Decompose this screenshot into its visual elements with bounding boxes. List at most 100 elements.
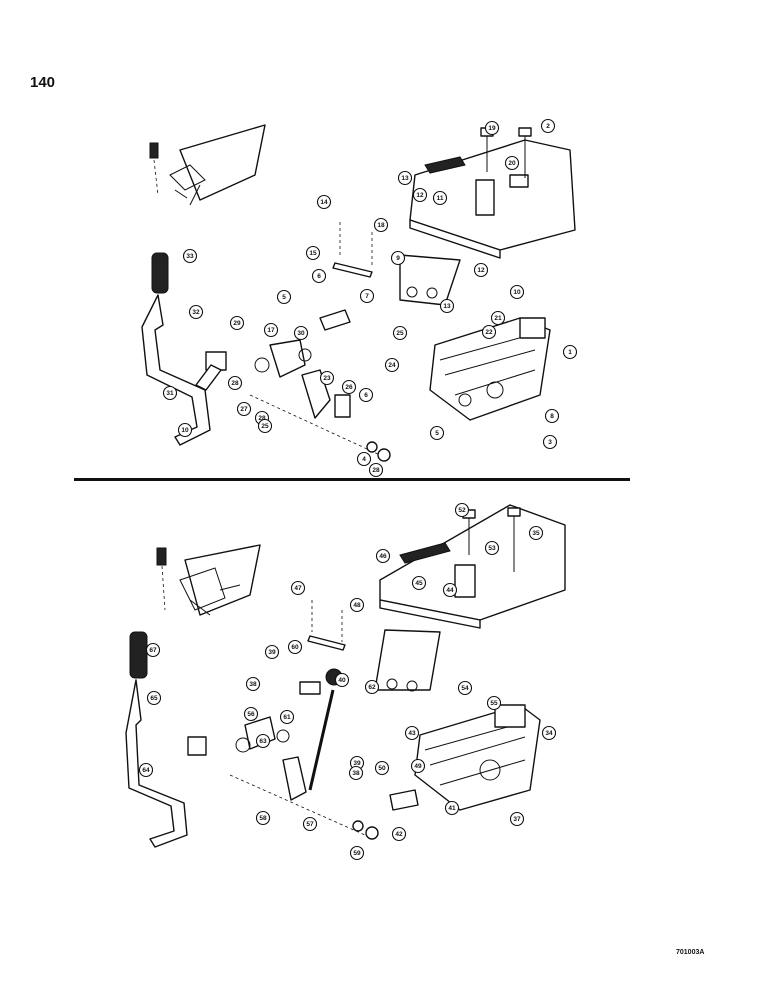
bottom-rod bbox=[307, 600, 346, 651]
svg-text:59: 59 bbox=[353, 850, 361, 857]
bottom-callout-62: 62 bbox=[364, 679, 380, 695]
svg-text:44: 44 bbox=[446, 587, 454, 594]
bottom-callout-63: 63 bbox=[255, 733, 271, 749]
bottom-callout-35: 35 bbox=[528, 525, 544, 541]
svg-text:9: 9 bbox=[396, 255, 400, 262]
bottom-callout-58: 58 bbox=[255, 810, 271, 826]
bottom-callout-41: 41 bbox=[444, 800, 460, 816]
top-callout-10: 10 bbox=[177, 422, 193, 438]
svg-text:57: 57 bbox=[306, 821, 314, 828]
bottom-mounting-plate bbox=[379, 504, 566, 629]
svg-text:48: 48 bbox=[353, 602, 361, 609]
bottom-callout-34: 34 bbox=[541, 725, 557, 741]
bottom-callout-64: 64 bbox=[138, 762, 154, 778]
bottom-callout-47: 47 bbox=[290, 580, 306, 596]
bottom-callout-46: 46 bbox=[375, 548, 391, 564]
top-callout-28: 28 bbox=[368, 462, 384, 478]
svg-text:64: 64 bbox=[142, 767, 150, 774]
top-callout-19: 19 bbox=[484, 120, 500, 136]
top-callout-27: 27 bbox=[236, 401, 252, 417]
bottom-callout-67: 67 bbox=[145, 642, 161, 658]
top-callout-5: 5 bbox=[429, 425, 445, 441]
top-callout-10: 10 bbox=[509, 284, 525, 300]
svg-text:22: 22 bbox=[485, 329, 493, 336]
svg-text:61: 61 bbox=[283, 714, 291, 721]
svg-text:23: 23 bbox=[323, 375, 331, 382]
top-callout-26: 26 bbox=[341, 379, 357, 395]
svg-text:52: 52 bbox=[458, 507, 466, 514]
svg-text:28: 28 bbox=[258, 415, 266, 422]
top-callout-4: 4 bbox=[356, 451, 372, 467]
top-callout-25: 25 bbox=[257, 418, 273, 434]
top-callout-25: 25 bbox=[392, 325, 408, 341]
bottom-callout-50: 50 bbox=[374, 760, 390, 776]
top-callout-17: 17 bbox=[263, 322, 279, 338]
svg-text:65: 65 bbox=[150, 695, 158, 702]
svg-text:4: 4 bbox=[362, 456, 366, 463]
bottom-control-lever bbox=[125, 631, 188, 848]
svg-text:20: 20 bbox=[508, 160, 516, 167]
document-code: 701003A bbox=[676, 949, 705, 956]
top-callout-13: 13 bbox=[439, 298, 455, 314]
svg-text:2: 2 bbox=[546, 123, 550, 130]
top-callout-13: 13 bbox=[397, 170, 413, 186]
top-callout-20: 20 bbox=[504, 155, 520, 171]
svg-text:58: 58 bbox=[259, 815, 267, 822]
svg-text:41: 41 bbox=[448, 805, 456, 812]
bottom-callout-49: 49 bbox=[410, 758, 426, 774]
bottom-callout-44: 44 bbox=[442, 582, 458, 598]
top-callout-7: 7 bbox=[359, 288, 375, 304]
svg-text:19: 19 bbox=[488, 125, 496, 132]
top-rod bbox=[332, 222, 373, 278]
top-callout-8: 8 bbox=[544, 408, 560, 424]
svg-text:31: 31 bbox=[166, 390, 174, 397]
top-callout-3: 3 bbox=[542, 434, 558, 450]
svg-text:62: 62 bbox=[368, 684, 376, 691]
top-callout-32: 32 bbox=[188, 304, 204, 320]
svg-text:25: 25 bbox=[396, 330, 404, 337]
top-control-valve bbox=[429, 317, 551, 421]
bottom-linkage bbox=[187, 668, 419, 840]
svg-text:5: 5 bbox=[435, 430, 439, 437]
svg-text:34: 34 bbox=[545, 730, 553, 737]
top-callout-12: 12 bbox=[473, 262, 489, 278]
top-callout-2: 2 bbox=[540, 118, 556, 134]
svg-text:10: 10 bbox=[513, 289, 521, 296]
svg-text:24: 24 bbox=[388, 362, 396, 369]
svg-text:7: 7 bbox=[365, 293, 369, 300]
svg-text:14: 14 bbox=[320, 199, 328, 206]
top-callout-29: 29 bbox=[229, 315, 245, 331]
svg-text:42: 42 bbox=[395, 831, 403, 838]
top-callout-12: 12 bbox=[412, 187, 428, 203]
bottom-inset-thumbnail bbox=[156, 544, 261, 616]
bottom-callout-61: 61 bbox=[279, 709, 295, 725]
svg-text:28: 28 bbox=[231, 380, 239, 387]
svg-text:30: 30 bbox=[297, 330, 305, 337]
svg-text:13: 13 bbox=[401, 175, 409, 182]
svg-text:11: 11 bbox=[437, 195, 444, 202]
svg-text:33: 33 bbox=[186, 253, 194, 260]
bottom-callout-60: 60 bbox=[287, 639, 303, 655]
bottom-callout-42: 42 bbox=[391, 826, 407, 842]
svg-text:10: 10 bbox=[181, 427, 189, 434]
svg-text:39: 39 bbox=[353, 760, 361, 767]
top-callout-30: 30 bbox=[293, 325, 309, 341]
bottom-callout-39: 39 bbox=[264, 644, 280, 660]
bottom-callout-56: 56 bbox=[243, 706, 259, 722]
svg-text:53: 53 bbox=[488, 545, 496, 552]
top-callout-18: 18 bbox=[373, 217, 389, 233]
bottom-callout-37: 37 bbox=[509, 811, 525, 827]
bottom-callout-53: 53 bbox=[484, 540, 500, 556]
page-number: 140 bbox=[30, 74, 56, 91]
top-callout-23: 23 bbox=[319, 370, 335, 386]
top-callout-9: 9 bbox=[390, 250, 406, 266]
svg-text:27: 27 bbox=[240, 406, 248, 413]
top-callout-1: 1 bbox=[562, 344, 578, 360]
svg-text:6: 6 bbox=[364, 392, 368, 399]
bottom-bracket bbox=[374, 629, 441, 692]
svg-text:49: 49 bbox=[414, 763, 422, 770]
top-callout-33: 33 bbox=[182, 248, 198, 264]
svg-text:55: 55 bbox=[490, 700, 498, 707]
